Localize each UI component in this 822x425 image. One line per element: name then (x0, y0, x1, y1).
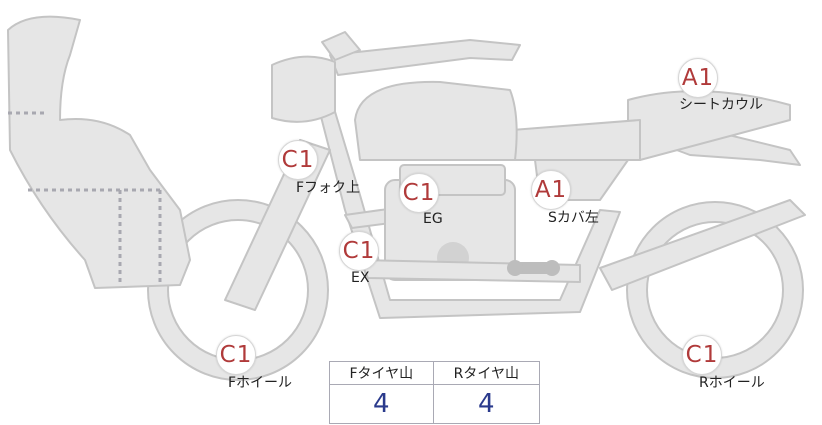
seat-cowl-shape (627, 90, 791, 161)
label-seat-cowl: シートカウル (679, 97, 763, 113)
grade-badge-s-cover-left[interactable]: A1 (531, 170, 571, 210)
header-rear-tread: Rタイヤ山 (432, 361, 541, 385)
label-exhaust: EX (351, 270, 370, 286)
value-front-tread: 4 (329, 384, 434, 424)
swingarm (599, 199, 806, 291)
headlight (271, 55, 336, 123)
grade-badge-f-fork-upper[interactable]: C1 (278, 140, 318, 180)
grade-badge-r-wheel[interactable]: C1 (682, 335, 722, 375)
grade-badge-exhaust[interactable]: C1 (339, 231, 379, 271)
seat-shape (511, 119, 641, 161)
fuel-tank (354, 80, 518, 161)
value-rear-tread: 4 (432, 384, 541, 424)
label-f-wheel: Fホイール (228, 375, 293, 391)
grade-badge-seat-cowl[interactable]: A1 (678, 58, 718, 98)
label-s-cover-left: Sカバ左 (548, 210, 599, 226)
grade-badge-engine[interactable]: C1 (399, 173, 439, 213)
header-front-tread: Fタイヤ山 (329, 361, 434, 385)
label-r-wheel: Rホイール (699, 375, 765, 391)
grade-badge-f-wheel[interactable]: C1 (216, 335, 256, 375)
label-f-fork-upper: Fフォク上 (296, 180, 361, 196)
front-fork (224, 139, 331, 311)
label-engine: EG (423, 211, 443, 227)
tire-tread-table: Fタイヤ山 Rタイヤ山 4 4 (329, 361, 541, 424)
front-fairing (7, 15, 191, 289)
